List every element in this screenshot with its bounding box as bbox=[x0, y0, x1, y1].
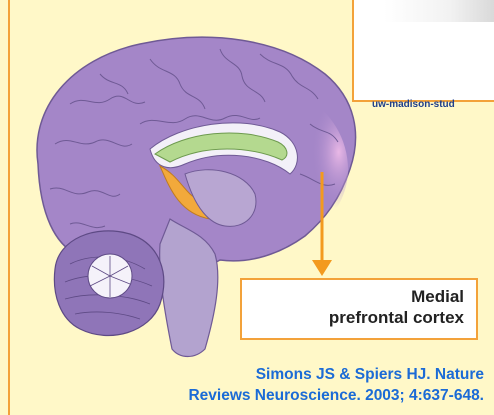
photo-inset bbox=[352, 0, 494, 102]
callout-arrow-head bbox=[312, 260, 332, 276]
citation-line-2: Reviews Neuroscience. 2003; 4:637-648. bbox=[56, 385, 484, 406]
label-line-1: Medial bbox=[242, 286, 464, 307]
label-line-2: prefrontal cortex bbox=[242, 307, 464, 328]
image-source-credit: uw-madison-stud bbox=[372, 95, 494, 115]
photo-fragment bbox=[384, 0, 494, 22]
citation-line-1: Simons JS & Spiers HJ. Nature bbox=[56, 364, 484, 385]
region-label-box: Medial prefrontal cortex bbox=[240, 278, 478, 340]
citation: Simons JS & Spiers HJ. Nature Reviews Ne… bbox=[56, 364, 484, 406]
